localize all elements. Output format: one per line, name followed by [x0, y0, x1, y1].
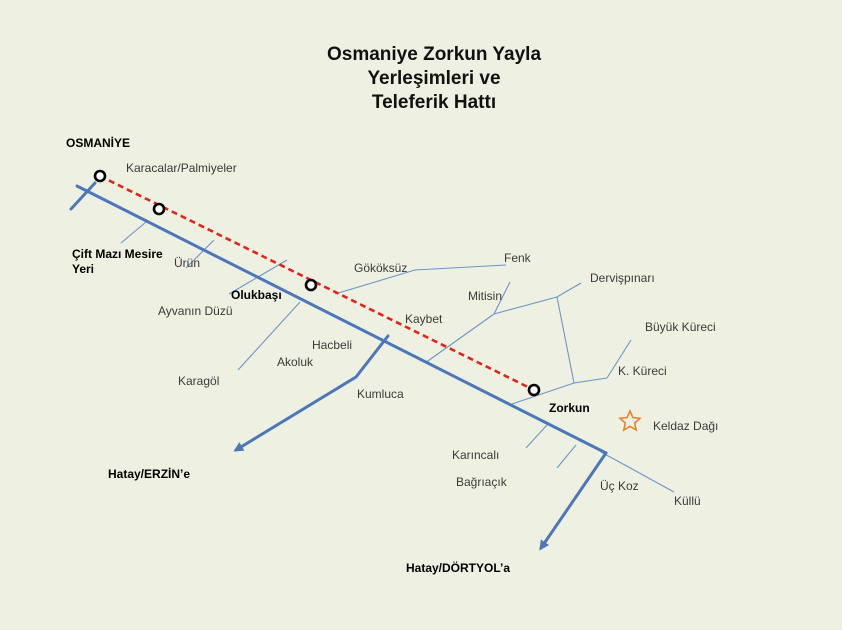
label-osmaniye: OSMANİYE [66, 135, 130, 150]
label-fenk: Fenk [504, 251, 532, 265]
label-cift-mazi-2: Yeri [72, 262, 94, 276]
cable-car-station-icon [152, 202, 166, 216]
map-title-line-1: Osmaniye Zorkun Yayla [327, 44, 541, 65]
road-gokoksuz-fenk [334, 264, 507, 295]
road-to-erzin [233, 334, 390, 452]
label-hatay-dortyol: Hatay/DÖRTYOL’a [406, 560, 510, 575]
road-karincali [525, 424, 548, 449]
label-karincali: Karıncalı [452, 448, 499, 462]
road-cift-mazi [120, 221, 147, 244]
cable-car-stations [93, 169, 541, 397]
cable-car-station-icon [93, 169, 107, 183]
label-keldaz-dagi: Keldaz Dağı [653, 419, 718, 433]
road-osmaniye-spur [69, 181, 97, 211]
label-hacbeli: Hacbeli [312, 338, 352, 352]
label-kumluca: Kumluca [357, 387, 404, 401]
map-title-line-2: Yerleşimleri ve [367, 68, 500, 89]
road-zorkun [511, 382, 575, 405]
label-urun: Ürün [174, 256, 200, 270]
cable-car-station-icon [304, 278, 318, 292]
label-karagol: Karagöl [178, 374, 219, 388]
road-mitisin [493, 281, 511, 315]
map-title-line-3: Teleferik Hattı [372, 92, 496, 113]
label-dervispinari: Dervişpınarı [590, 271, 655, 285]
road-bagriacik [556, 444, 577, 469]
label-cift-mazi-1: Çift Mazı Mesire [72, 247, 163, 261]
road-urun [185, 239, 215, 269]
label-mitisin: Mitisin [468, 289, 502, 303]
label-bagriacik: Bağrıaçık [456, 475, 508, 489]
main-roads [69, 181, 608, 551]
mountain-peak-star-icon [618, 409, 642, 432]
road-buyuk-kureci [606, 339, 632, 379]
label-karacalar: Karacalar/Palmiyeler [126, 161, 237, 175]
label-k-kureci: K. Küreci [618, 364, 667, 378]
label-akoluk: Akoluk [277, 355, 314, 369]
road-to-dortyol [539, 451, 608, 551]
minor-roads [120, 221, 675, 493]
label-kullu: Küllü [674, 494, 701, 508]
cable-car-station-icon [527, 383, 541, 397]
label-zorkun: Zorkun [549, 401, 590, 415]
label-uc-koz: Üç Koz [600, 479, 639, 493]
label-buyuk-kureci: Büyük Küreci [645, 320, 716, 334]
main-road-osmaniye-zorkun [75, 184, 608, 455]
road-karagol [237, 301, 301, 371]
label-hatay-erzin: Hatay/ERZİN’e [108, 466, 190, 481]
road-kullu [600, 451, 675, 493]
label-olukbasi: Olukbaşı [231, 288, 282, 302]
label-kaybet: Kaybet [405, 312, 443, 326]
road-kureci-junction [556, 296, 608, 384]
label-gokoksuz: Gököksüz [354, 261, 407, 275]
cable-car-line [99, 174, 535, 392]
label-ayvanin-duzu: Ayvanın Düzü [158, 304, 233, 318]
road-kaybet [424, 313, 495, 364]
